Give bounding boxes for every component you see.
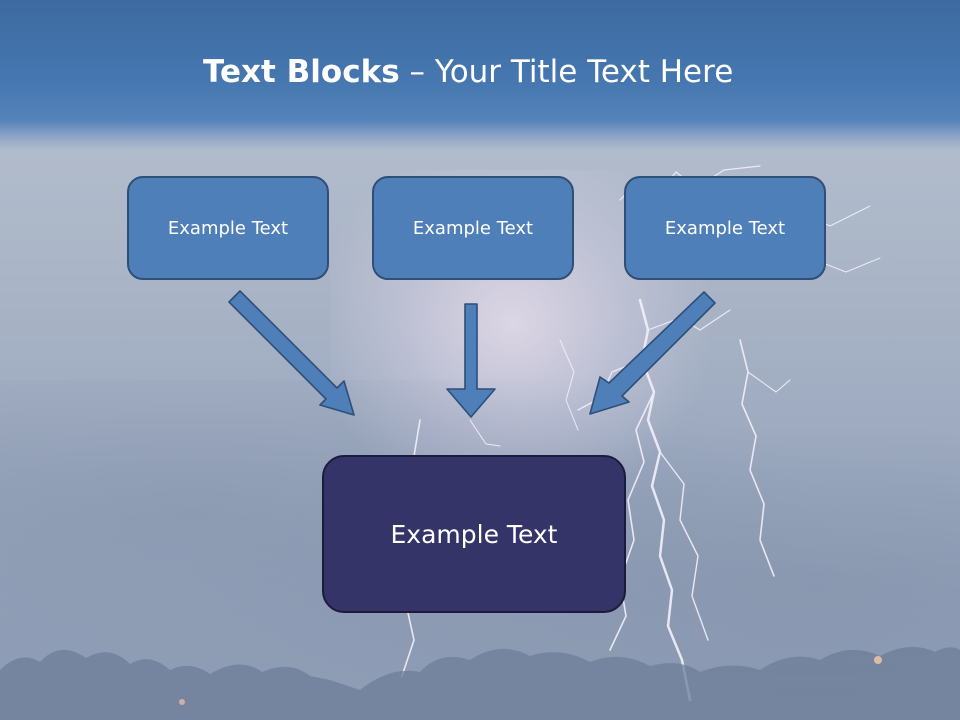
title-bold: Text Blocks [203,54,400,90]
arrow-left [228,290,355,416]
text-block-2[interactable]: Example Text [372,176,574,280]
text-block-1[interactable]: Example Text [127,176,329,280]
text-block-3[interactable]: Example Text [624,176,826,280]
center-block-label: Example Text [390,519,558,549]
slide-title: Text Blocks – Your Title Text Here [203,54,733,90]
title-separator: – [399,54,435,90]
tree-line [0,646,960,720]
arrow-right [589,291,716,415]
center-block[interactable]: Example Text [322,455,626,613]
text-block-1-label: Example Text [167,217,289,239]
text-block-3-label: Example Text [664,217,786,239]
title-rest: Your Title Text Here [434,54,734,90]
title-band [0,0,960,150]
arrow-middle [446,303,496,418]
text-block-2-label: Example Text [412,217,534,239]
